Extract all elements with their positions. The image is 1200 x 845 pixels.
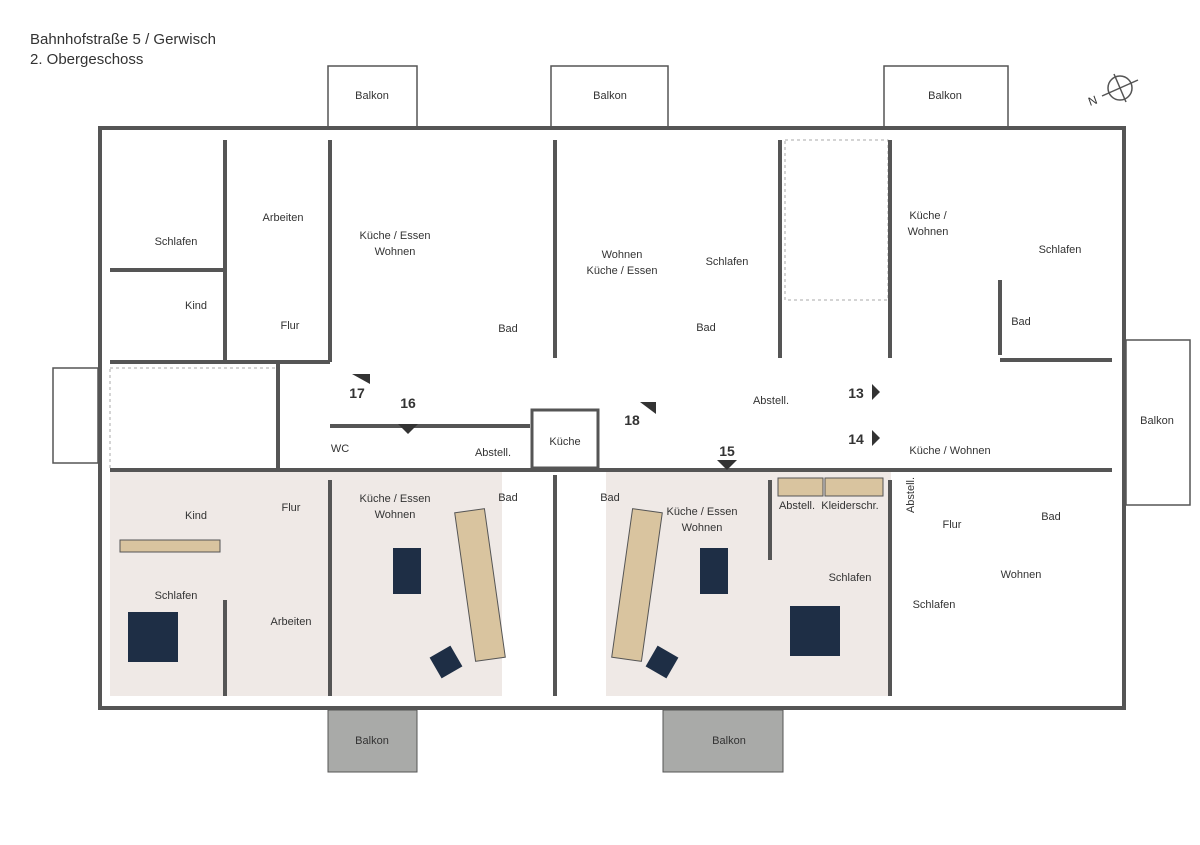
unit-number: 18 xyxy=(624,412,640,428)
room-label: Küche / Wohnen xyxy=(909,445,991,457)
room-label: Schlafen xyxy=(1038,244,1082,256)
balcony-bottom-right xyxy=(662,709,784,773)
room-label: Bad xyxy=(498,492,518,504)
room-label: Arbeiten xyxy=(270,616,312,628)
room-label: Küche / Essen Wohnen xyxy=(666,506,738,534)
room-label: Kind xyxy=(184,300,208,312)
room-label: Bad xyxy=(1041,511,1061,523)
balcony-label: Balkon xyxy=(1140,415,1174,427)
room-label: Küche / Wohnen xyxy=(907,210,949,238)
room-label: Flur xyxy=(281,502,301,514)
balcony-label: Balkon xyxy=(355,735,389,747)
room-label: Kind xyxy=(184,510,208,522)
room-label: Bad xyxy=(600,492,620,504)
room-label: Flur xyxy=(942,519,962,531)
address-title: Bahnhofstraße 5 / Gerwisch xyxy=(30,31,216,48)
unit-number: 16 xyxy=(400,395,416,411)
balcony-label: Balkon xyxy=(928,90,962,102)
room-label: Arbeiten xyxy=(262,212,304,224)
room-label: Schlafen xyxy=(154,590,198,602)
room-label: Schlafen xyxy=(705,256,749,268)
svg-text:N: N xyxy=(1086,93,1099,109)
room-label: Bad xyxy=(1011,316,1031,328)
compass-icon xyxy=(1101,73,1139,103)
room-label: Flur xyxy=(280,320,300,332)
unit-number: 14 xyxy=(848,431,864,447)
balcony-label: Balkon xyxy=(593,90,627,102)
room-label: Schlafen xyxy=(828,572,872,584)
room-label: WC xyxy=(330,443,350,455)
room-label: Küche / Essen Wohnen xyxy=(359,230,431,258)
room-label: Wohnen Küche / Essen xyxy=(586,249,658,277)
unit-number: 15 xyxy=(719,443,735,459)
unit-number: 13 xyxy=(848,385,864,401)
room-label: Bad xyxy=(498,323,518,335)
room-label: Abstell. xyxy=(474,447,512,459)
balcony-label: Balkon xyxy=(712,735,746,747)
room-label: Wohnen xyxy=(1000,569,1042,581)
floor-title: 2. Obergeschoss xyxy=(30,51,144,68)
balcony-label: Balkon xyxy=(355,90,389,102)
room-label: Schlafen xyxy=(154,236,198,248)
unit-number: 17 xyxy=(349,385,365,401)
room-label: Küche / Essen Wohnen xyxy=(359,493,431,521)
room-label: Schlafen xyxy=(912,599,956,611)
room-label: Kleiderschr. xyxy=(821,500,879,512)
room-label: Abstell. xyxy=(752,395,790,407)
room-label: Bad xyxy=(696,322,716,334)
room-label: Küche xyxy=(549,436,581,448)
room-label: Abstell. xyxy=(778,500,816,512)
room-label: Abstell. xyxy=(905,476,917,514)
